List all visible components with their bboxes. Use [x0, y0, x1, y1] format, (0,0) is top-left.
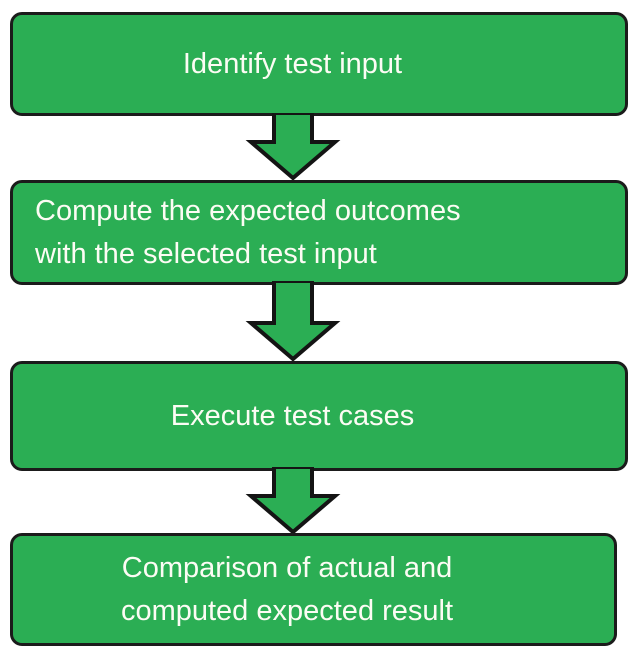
- down-arrow-shape: [245, 113, 341, 180]
- flow-step-identify-test-input: Identify test input: [10, 12, 628, 116]
- flow-step-label-line: with the selected test input: [35, 237, 377, 270]
- down-arrow-shape: [245, 281, 341, 361]
- flow-step-comparison-of-results: Comparison of actual and computed expect…: [10, 533, 617, 646]
- flow-step-label-line: Comparison of actual and: [121, 551, 453, 584]
- flow-step-compute-expected-outcomes: Compute the expected outcomes with the s…: [10, 180, 628, 285]
- down-arrow-shape: [245, 467, 341, 534]
- flow-step-label: Identify test input: [182, 47, 403, 80]
- flow-step-label-line: computed expected result: [120, 594, 454, 627]
- flow-step-label-line: Compute the expected outcomes: [35, 194, 461, 227]
- down-arrow-icon: [245, 113, 341, 180]
- flow-step-label: Execute test cases: [170, 399, 415, 432]
- flow-step-execute-test-cases: Execute test cases: [10, 361, 628, 471]
- down-arrow-icon: [245, 281, 341, 361]
- down-arrow-icon: [245, 467, 341, 534]
